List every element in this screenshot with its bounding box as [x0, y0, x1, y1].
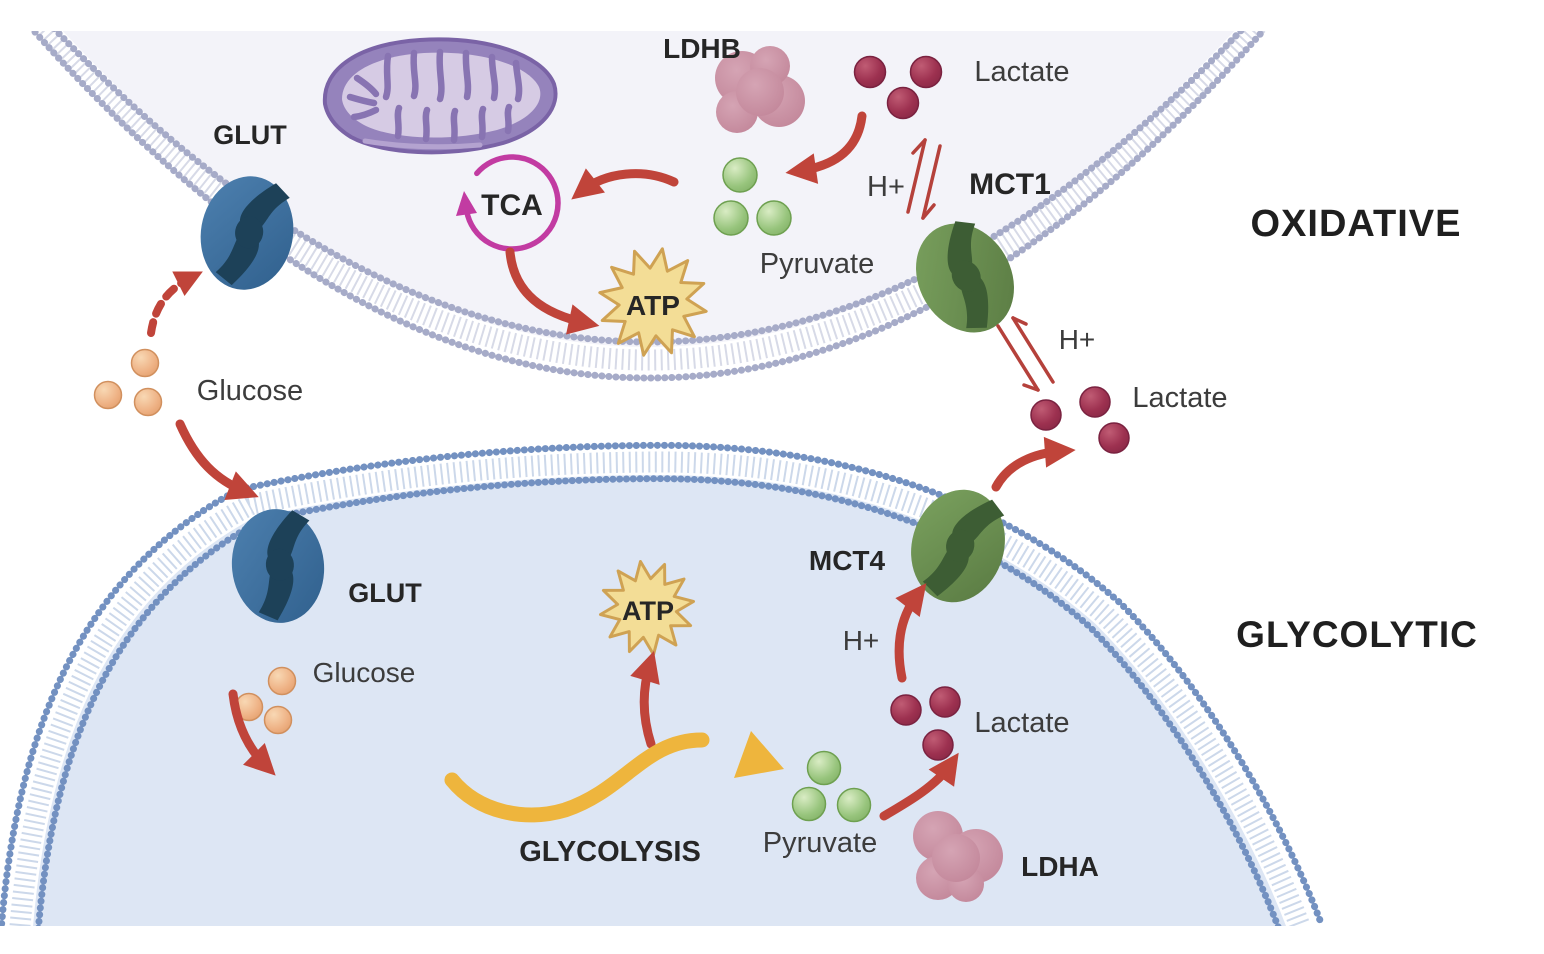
arrow-tca-to-atp-icon [505, 247, 600, 335]
atp-star-icon [598, 559, 696, 657]
hplus-label-extracellular: H+ [1059, 324, 1096, 355]
glucose-label-glycolytic: Glucose [313, 657, 416, 688]
glucose-molecules-icon [93, 348, 163, 417]
arrow-pyruvate-to-lactate-icon [879, 752, 959, 821]
hplus-label-oxidative: H+ [867, 171, 905, 203]
arrow-glucose-to-glycolysis-icon [228, 689, 276, 776]
lactate-label-oxidative: Lactate [974, 56, 1069, 88]
mitochondrion-icon [322, 37, 558, 155]
glut-label-oxidative: GLUT [213, 120, 287, 150]
arrow-lactate-to-pyruvate-icon [785, 111, 867, 184]
pyruvate-molecules-icon [713, 157, 792, 236]
glycolytic-title: GLYCOLYTIC [1236, 614, 1478, 655]
mct1-label: MCT1 [969, 168, 1051, 201]
tca-label: TCA [481, 189, 543, 222]
arrow-mct4-to-lactate-icon [991, 436, 1076, 492]
lactate-label-extracellular: Lactate [1132, 382, 1227, 414]
canvas-margin-bottom [0, 926, 1544, 954]
atp-label-oxidative: ATP [626, 290, 680, 321]
pyruvate-label-oxidative: Pyruvate [760, 248, 874, 280]
glut-transporter-icon [231, 509, 325, 623]
arrow-glucose-to-glut-icon [175, 419, 259, 500]
glycolytic-cell-membrane [0, 441, 1325, 932]
lactate-label-glycolytic: Lactate [974, 707, 1069, 739]
glut-label-glycolytic: GLUT [348, 578, 422, 608]
atp-label-glycolytic: ATP [622, 596, 674, 626]
glycolysis-label: GLYCOLYSIS [519, 836, 701, 868]
lactate-molecules-icon [853, 55, 943, 120]
tca-cycle-icon [456, 154, 561, 252]
ldha-enzyme-icon [913, 811, 1003, 902]
hplus-lactate-exchange-icon [996, 316, 1055, 392]
mct4-transporter-icon [911, 489, 1005, 603]
reaction-arrows [147, 111, 1076, 821]
canvas-margin-top [0, 0, 1544, 31]
atp-star-icon [598, 247, 708, 357]
glucose-label-extracellular: Glucose [197, 375, 303, 407]
pyruvate-molecules-icon [791, 750, 872, 823]
ldhb-enzyme-icon [715, 46, 805, 133]
arrow-hplus-to-mct4-icon [894, 583, 927, 683]
hplus-label-glycolytic: H+ [843, 625, 880, 656]
oxidative-title: OXIDATIVE [1251, 203, 1462, 245]
hplus-lactate-exchange-icon [906, 138, 942, 220]
arrow-glucose-to-glut-dashed-icon [147, 271, 203, 337]
glut-transporter-icon [200, 176, 294, 290]
mitochondrion-cristae [346, 48, 523, 144]
pyruvate-label-glycolytic: Pyruvate [763, 827, 877, 859]
glucose-molecules-icon [234, 666, 297, 735]
lactate-molecules-icon [890, 686, 961, 761]
mct4-label: MCT4 [809, 545, 886, 576]
arrow-glycolysis-to-atp-icon [630, 650, 660, 749]
mitochondrion-highlight [362, 138, 483, 150]
tca-arrowhead-icon [456, 191, 477, 216]
glycolysis-arrowhead-icon [734, 731, 784, 778]
glycolysis-arrow-icon [444, 731, 784, 823]
lactate-molecules-icon [1030, 386, 1130, 454]
arrow-pyruvate-to-tca-icon [571, 168, 679, 200]
ldhb-label: LDHB [663, 33, 741, 64]
ldha-label: LDHA [1021, 851, 1099, 882]
mct1-transporter-icon [916, 221, 1014, 333]
